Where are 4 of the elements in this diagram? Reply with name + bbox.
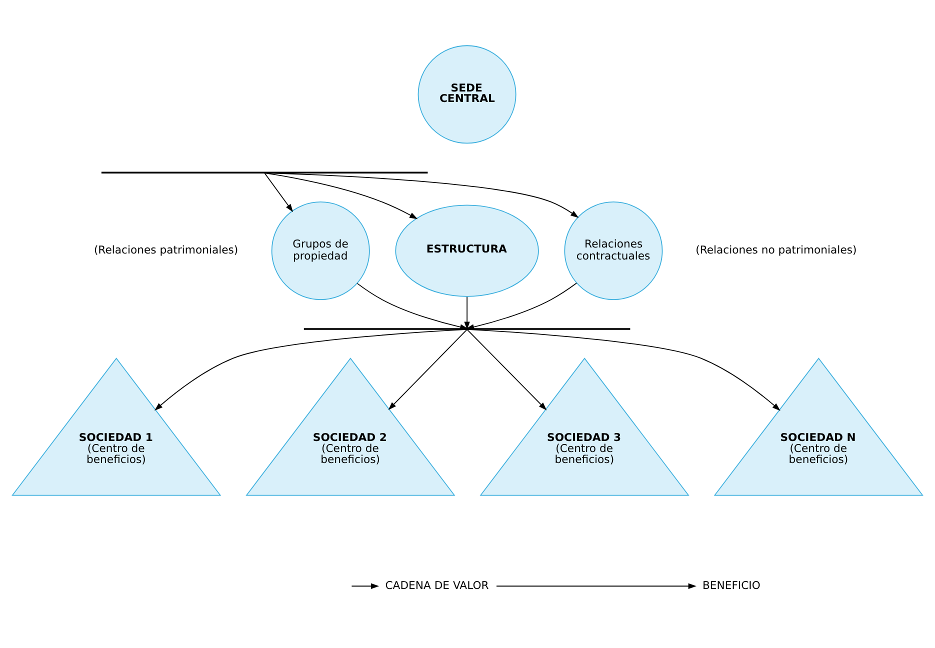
node-text: BENEFICIO — [702, 578, 760, 592]
node-text: CADENA DE VALOR — [385, 578, 489, 592]
label: (Relaciones patrimoniales) — [94, 244, 238, 257]
label: (Relaciones no patrimoniales) — [696, 244, 857, 257]
